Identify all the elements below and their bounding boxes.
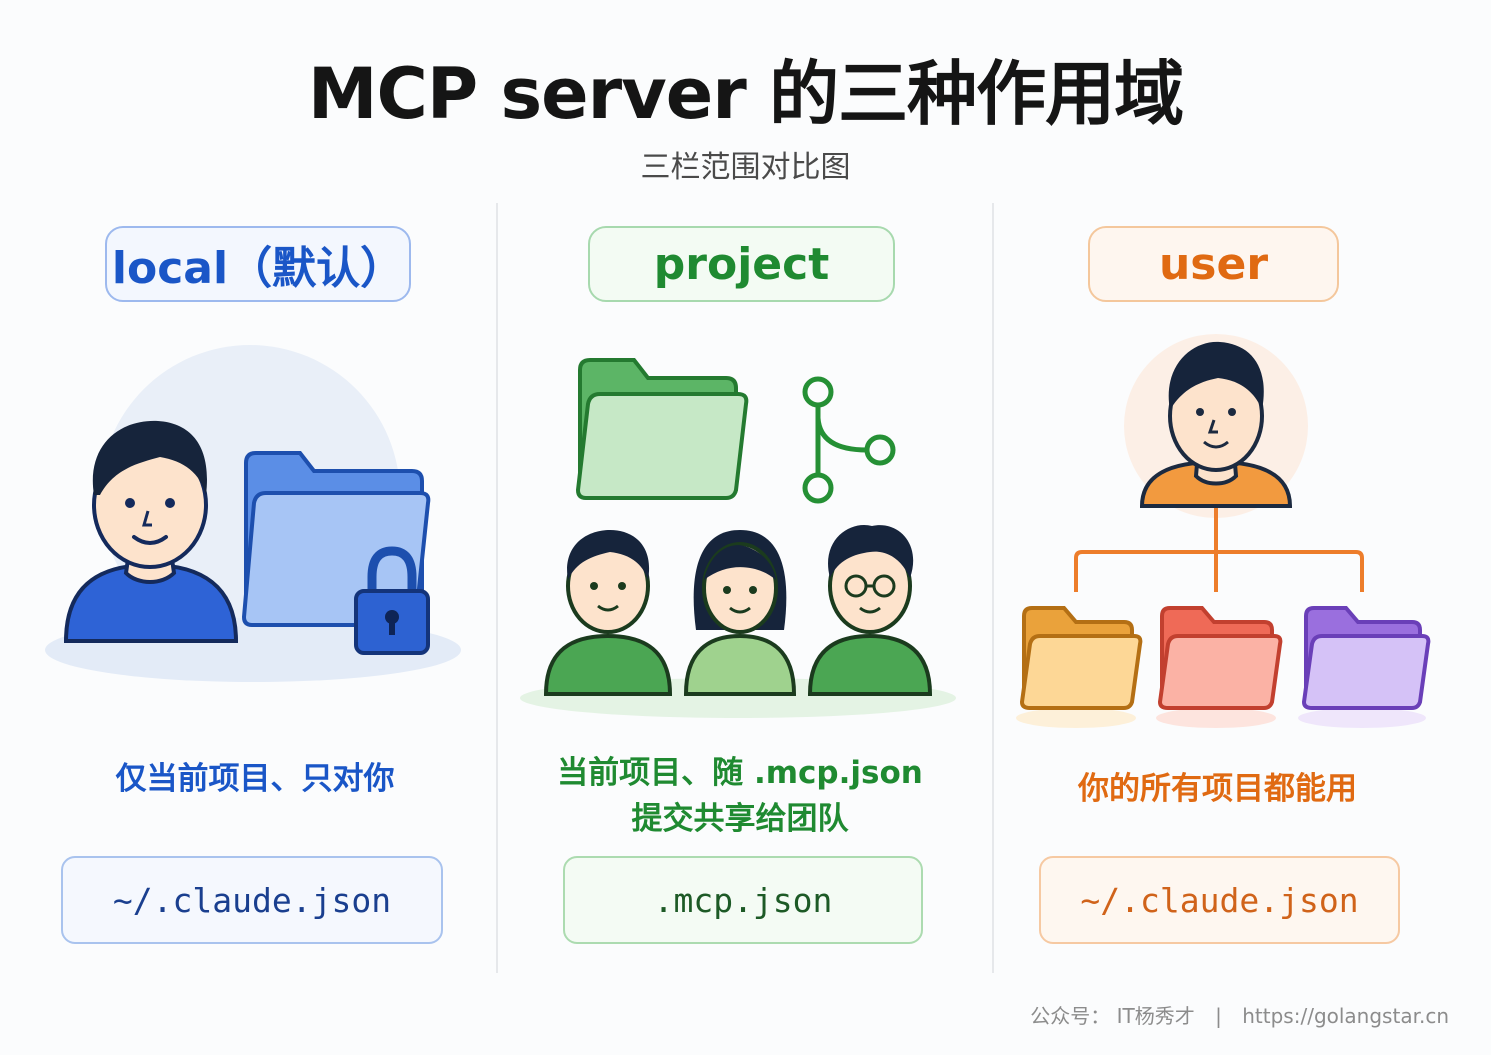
user-illustration <box>1016 334 1431 728</box>
scope-label-text: project <box>653 238 830 290</box>
folder-icon <box>1157 606 1283 710</box>
footer-credit: 公众号： IT杨秀才 | https://golangstar.cn <box>1030 1000 1449 1029</box>
scope-description-local: 仅当前项目、只对你 <box>115 761 395 797</box>
team-member-icon <box>683 530 797 696</box>
footer-account: 公众号： IT杨秀才 <box>1030 1004 1195 1028</box>
config-path-user: ~/.claude.json <box>1039 856 1400 944</box>
git-branch-icon <box>802 376 896 504</box>
column-divider <box>496 203 498 973</box>
local-illustration <box>45 345 461 682</box>
scope-description-user: 你的所有项目都能用 <box>1078 771 1357 807</box>
config-path-project: .mcp.json <box>563 856 923 944</box>
page-subtitle: 三栏范围对比图 <box>640 150 851 185</box>
folder-icon <box>1019 606 1143 710</box>
scope-label-text: user <box>1158 238 1269 290</box>
config-path-local: ~/.claude.json <box>61 856 443 944</box>
person-icon <box>63 420 239 643</box>
scope-label-local: local（默认） <box>105 226 411 302</box>
folder-icon <box>575 358 749 500</box>
page-title: MCP server 的三种作用域 <box>307 53 1184 135</box>
footer-url[interactable]: https://golangstar.cn <box>1242 1004 1449 1028</box>
scope-description-project: 当前项目、随 .mcp.json 提交共享给团队 <box>557 755 923 837</box>
footer-separator: | <box>1215 1004 1222 1028</box>
team-member-icon <box>807 524 933 696</box>
scope-label-project: project <box>588 226 895 302</box>
tree-connector <box>1074 508 1364 592</box>
lock-icon <box>354 546 430 655</box>
person-icon <box>1139 341 1293 508</box>
folder-icon <box>1301 606 1431 710</box>
column-divider <box>992 203 994 973</box>
team-member-icon <box>543 530 673 696</box>
project-illustration <box>520 358 956 718</box>
scope-label-user: user <box>1088 226 1339 302</box>
scope-label-text: local（默认） <box>111 243 405 294</box>
